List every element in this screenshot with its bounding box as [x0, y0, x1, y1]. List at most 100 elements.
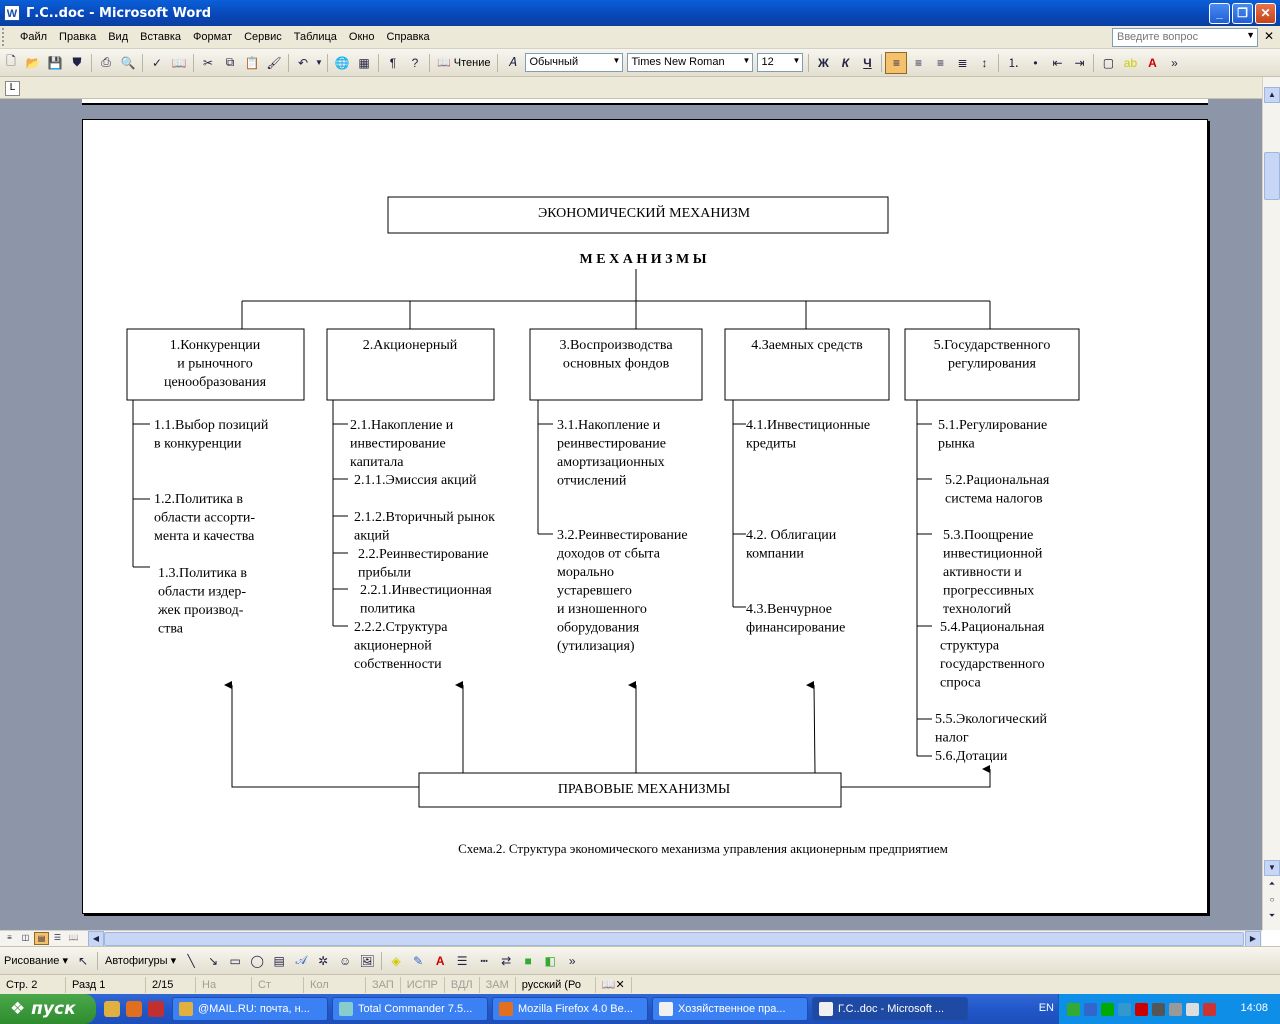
copy-icon[interactable]: ⧉ [225, 55, 235, 69]
arrow-tool-icon[interactable]: ↘ [208, 953, 219, 968]
permission-icon[interactable]: ⛊ [72, 55, 82, 69]
toolbar-options-icon[interactable]: » [568, 953, 576, 968]
cut-icon[interactable]: ✂ [202, 55, 214, 70]
oval-tool-icon[interactable]: ◯ [250, 953, 264, 968]
select-objects-icon[interactable]: ↖ [77, 953, 89, 968]
chevron-down-icon[interactable]: ▼ [1246, 30, 1255, 40]
menu-window[interactable]: Окно [348, 31, 375, 43]
dash-style-icon[interactable]: ┅ [480, 953, 488, 968]
vertical-scroll-thumb[interactable] [1264, 152, 1280, 200]
firefox-icon[interactable] [126, 1001, 142, 1017]
scroll-right-icon[interactable]: ▶ [1245, 931, 1261, 947]
chevron-down-icon[interactable]: ▼ [612, 56, 621, 65]
menu-view[interactable]: Вид [108, 31, 129, 43]
outline-view-icon[interactable]: ☰ [53, 933, 62, 942]
chrome-icon[interactable] [104, 1001, 120, 1017]
menu-help[interactable]: Справка [386, 31, 430, 43]
style-select[interactable]: Обычный▼ [525, 53, 624, 72]
numbering-icon[interactable]: ⒈ [1007, 56, 1020, 70]
status-record[interactable]: ЗАП [366, 976, 401, 993]
task-word-other[interactable]: Хозяйственное пра... [652, 997, 808, 1021]
font-size-select[interactable]: 12▼ [757, 53, 804, 72]
menubar-grip[interactable] [2, 28, 14, 46]
show-formatting-icon[interactable]: ¶ [389, 55, 397, 70]
previous-page-icon[interactable]: ⏶ [1268, 879, 1276, 888]
font-color-icon[interactable]: A [435, 953, 445, 968]
borders-icon[interactable]: ▢ [1102, 55, 1115, 70]
bullets-icon[interactable]: • [1033, 55, 1038, 70]
help-icon[interactable]: ? [411, 55, 419, 70]
browse-object-icon[interactable]: ○ [1269, 895, 1275, 904]
line-color-icon[interactable]: ✎ [413, 953, 424, 968]
task-mail[interactable]: @MAIL.RU: почта, н... [172, 997, 328, 1021]
tray-app-icon[interactable] [1186, 1002, 1199, 1016]
shadow-style-icon[interactable]: ■ [524, 953, 532, 968]
highlight-icon[interactable]: ab [1123, 55, 1138, 70]
menu-edit[interactable]: Правка [59, 31, 97, 43]
status-extend[interactable]: ВДЛ [445, 976, 480, 993]
spelling-status-icon[interactable]: 📖✕ [596, 976, 632, 993]
research-icon[interactable]: 📖 [171, 55, 187, 70]
line-spacing-icon[interactable]: ↕ [981, 55, 988, 70]
close-document-icon[interactable]: ✕ [1263, 29, 1274, 43]
decrease-indent-icon[interactable]: ⇤ [1052, 55, 1063, 70]
normal-view-icon[interactable]: ≡ [7, 933, 12, 942]
print-preview-icon[interactable]: 🔍 [120, 55, 136, 70]
line-style-icon[interactable]: ☰ [456, 953, 468, 968]
open-folder-icon[interactable]: 📂 [25, 55, 41, 70]
picture-icon[interactable]: 🖼 [359, 953, 375, 968]
fill-color-icon[interactable]: ◈ [391, 953, 401, 968]
align-right-icon[interactable]: ≡ [936, 55, 944, 70]
wordart-icon[interactable]: 𝒜 [295, 953, 307, 967]
font-color-icon[interactable]: A [1148, 55, 1157, 70]
menu-format[interactable]: Формат [193, 31, 233, 43]
save-icon[interactable]: 💾 [47, 55, 63, 70]
bold-icon[interactable]: Ж [818, 55, 829, 70]
chevron-down-icon[interactable]: ▼ [742, 56, 751, 65]
styles-pane-icon[interactable]: 𝐴 [508, 55, 517, 69]
undo-dropdown-icon[interactable]: ▼ [315, 58, 323, 67]
tray-app-icon[interactable] [1169, 1002, 1182, 1016]
print-icon[interactable]: ⎙ [101, 55, 111, 69]
arrow-style-icon[interactable]: ⇄ [501, 953, 512, 968]
volume-icon[interactable] [1152, 1002, 1165, 1016]
start-button[interactable]: ❖ пуск [0, 994, 96, 1024]
maximize-button[interactable]: ❐ [1232, 3, 1253, 24]
print-layout-icon[interactable]: ▤ [34, 932, 49, 945]
task-firefox[interactable]: Mozilla Firefox 4.0 Be... [492, 997, 648, 1021]
web-view-icon[interactable]: ◫ [21, 933, 30, 942]
status-overtype[interactable]: ЗАМ [480, 976, 516, 993]
menu-insert[interactable]: Вставка [140, 31, 182, 43]
rectangle-tool-icon[interactable]: ▭ [229, 953, 241, 968]
minimize-button[interactable]: _ [1209, 3, 1230, 24]
justify-icon[interactable]: ≣ [957, 55, 968, 70]
scroll-down-icon[interactable]: ▼ [1264, 860, 1280, 876]
spelling-icon[interactable]: ✓ [151, 55, 163, 70]
new-document-icon[interactable]: 🗋 [6, 54, 16, 68]
security-icon[interactable] [1084, 1002, 1097, 1016]
messenger-icon[interactable] [1118, 1002, 1131, 1016]
vertical-scrollbar[interactable]: ▲ ▼ ⏶ ○ ⏷ [1262, 77, 1280, 930]
horizontal-scrollbar[interactable]: ≡ ◫ ▤ ☰ 📖 ◀ ▶ [0, 930, 1262, 947]
table-icon[interactable]: ▦ [358, 55, 370, 70]
undo-icon[interactable]: ↶ [297, 55, 309, 70]
drawing-menu-button[interactable]: Рисование ▾ [4, 955, 68, 967]
tab-selector-icon[interactable]: L [5, 81, 20, 96]
ask-question-input[interactable]: Введите вопрос ▼ [1112, 28, 1258, 47]
reading-mode-button[interactable]: 📖 Чтение [437, 57, 491, 69]
toolbar-options-icon[interactable]: » [1171, 55, 1178, 70]
chevron-down-icon[interactable]: ▼ [792, 56, 801, 65]
quicklaunch-app-icon[interactable] [148, 1001, 164, 1017]
italic-icon[interactable]: К [841, 55, 850, 70]
increase-indent-icon[interactable]: ⇥ [1074, 55, 1085, 70]
network-icon[interactable] [1067, 1002, 1080, 1016]
icq-icon[interactable] [1101, 1002, 1114, 1016]
menu-table[interactable]: Таблица [293, 31, 337, 43]
format-painter-icon[interactable]: 🖌 [266, 55, 282, 70]
menu-tools[interactable]: Сервис [244, 31, 282, 43]
font-select[interactable]: Times New Roman▼ [627, 53, 754, 72]
tray-app-icon[interactable] [1203, 1002, 1216, 1016]
clipart-icon[interactable]: ☺ [339, 953, 352, 968]
task-total-commander[interactable]: Total Commander 7.5... [332, 997, 488, 1021]
autoshapes-menu-button[interactable]: Автофигуры ▾ [104, 955, 177, 967]
